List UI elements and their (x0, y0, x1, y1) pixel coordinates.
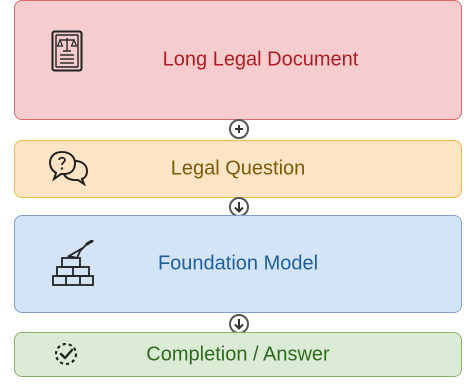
completion-answer-box: Completion / Answer (14, 332, 462, 377)
legal-document-icon (51, 30, 83, 77)
plus-icon (229, 119, 249, 139)
foundation-model-label: Foundation Model (157, 252, 319, 275)
legal-question-label: Legal Question (170, 157, 306, 180)
completion-answer-label: Completion / Answer (146, 343, 330, 365)
arrow-down-icon (229, 197, 249, 217)
brick-wall-trowel-icon (51, 239, 97, 293)
legal-document-label: Long Legal Document (162, 48, 359, 71)
legal-question-box: Legal Question (14, 140, 462, 198)
completion-check-icon (53, 341, 79, 372)
question-bubbles-icon (48, 150, 90, 191)
arrow-down-icon (229, 314, 249, 334)
foundation-model-box: Foundation Model (14, 215, 462, 313)
legal-document-box: Long Legal Document (14, 0, 462, 120)
